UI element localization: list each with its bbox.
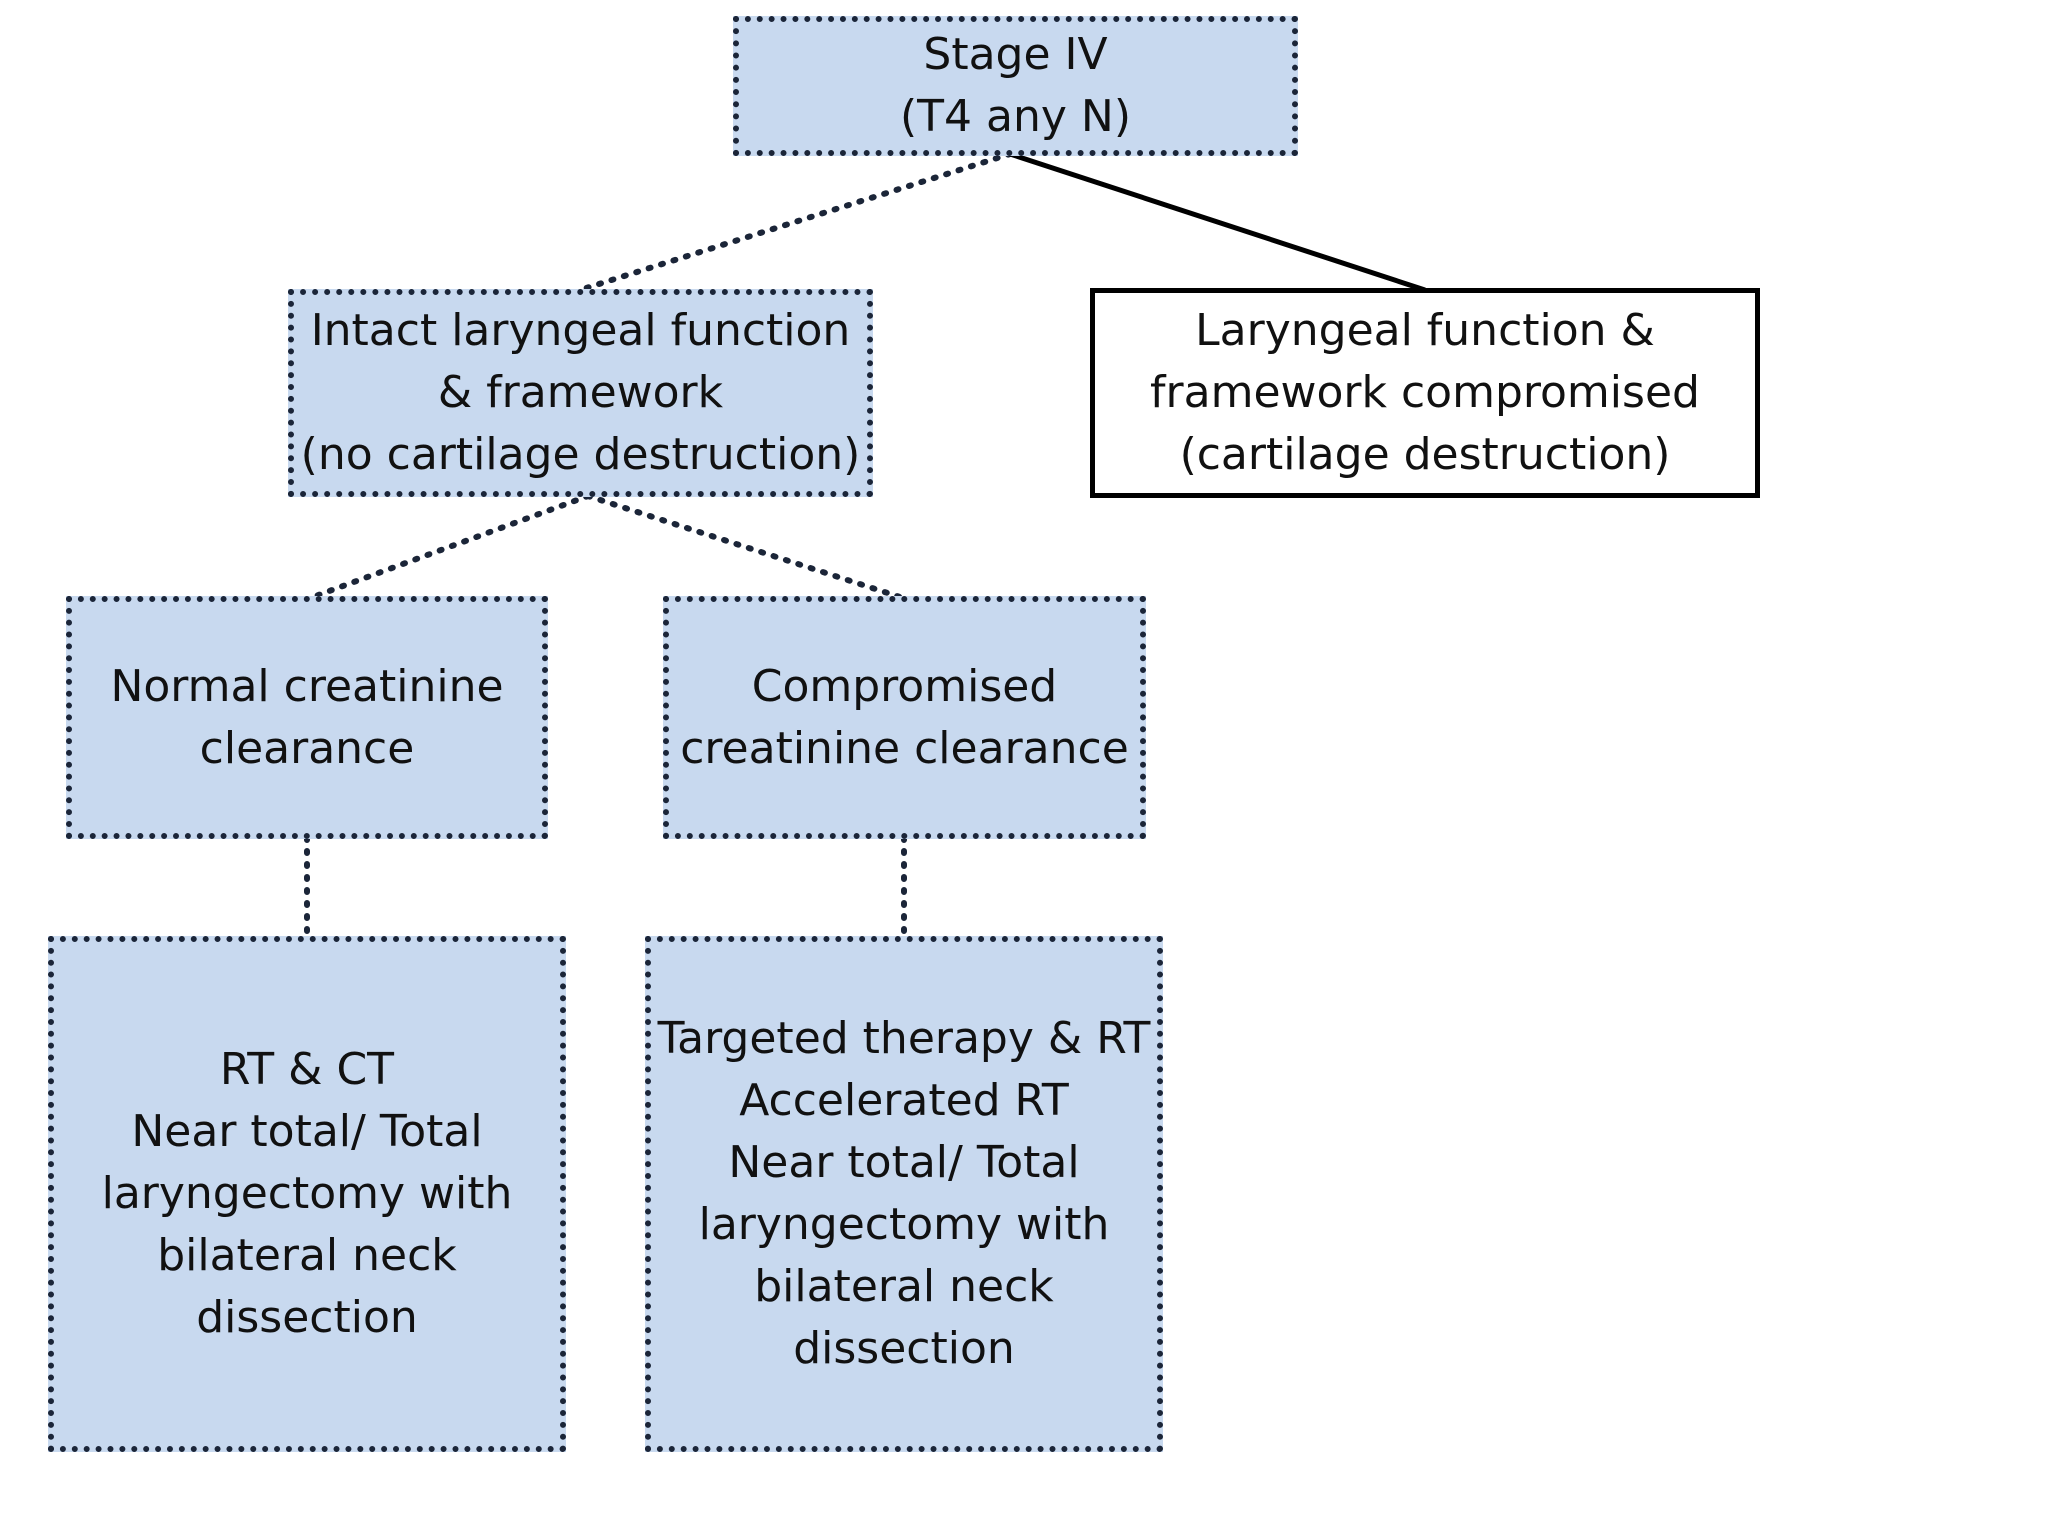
node-intact-laryngeal-function: Intact laryngeal function & framework (n…: [288, 289, 873, 497]
treatment-normal-line-5: dissection: [196, 1292, 418, 1343]
compromised-function-line-2: framework compromised: [1150, 367, 1700, 418]
normal-clearance-line-1: Normal creatinine: [110, 660, 504, 712]
compromised-clearance-line-2: creatinine clearance: [680, 722, 1129, 774]
node-treatment-normal-clearance: RT & CT Near total/ Total laryngectomy w…: [48, 936, 566, 1452]
node-laryngeal-function-compromised: Laryngeal function & framework compromis…: [1090, 288, 1760, 498]
treatment-compromised-line-1: Targeted therapy & RT: [657, 1013, 1151, 1064]
intact-function-line-1: Intact laryngeal function: [310, 305, 851, 356]
node-normal-creatinine-clearance: Normal creatinine clearance: [66, 596, 548, 839]
node-stage-iv: Stage IV (T4 any N): [733, 16, 1298, 156]
treatment-normal-line-2: Near total/ Total: [131, 1106, 483, 1157]
treatment-compromised-line-3: Near total/ Total: [728, 1137, 1080, 1188]
connector-intact-to-normal-clearance: [310, 493, 591, 600]
stage-iv-line-2: (T4 any N): [900, 91, 1131, 142]
connector-stage-to-intact: [577, 151, 1013, 293]
compromised-clearance-line-1: Compromised: [751, 660, 1058, 712]
treatment-normal-line-1: RT & CT: [219, 1044, 395, 1095]
intact-function-line-3: (no cartilage destruction): [300, 429, 861, 480]
treatment-normal-line-3: laryngectomy with: [101, 1168, 513, 1219]
node-treatment-compromised-clearance: Targeted therapy & RT Accelerated RT Nea…: [645, 936, 1163, 1452]
treatment-compromised-line-2: Accelerated RT: [739, 1075, 1069, 1126]
node-compromised-creatinine-clearance: Compromised creatinine clearance: [663, 596, 1146, 839]
treatment-compromised-line-4: laryngectomy with: [698, 1199, 1110, 1250]
treatment-compromised-line-6: dissection: [793, 1323, 1015, 1374]
treatment-normal-line-4: bilateral neck: [157, 1230, 457, 1281]
compromised-function-line-3: (cartilage destruction): [1179, 429, 1671, 480]
connector-stage-to-compromised: [1009, 151, 1426, 293]
stage-iv-line-1: Stage IV: [923, 29, 1108, 80]
normal-clearance-line-2: clearance: [199, 722, 415, 774]
connector-intact-to-compromised-clearance: [585, 493, 903, 600]
treatment-compromised-line-5: bilateral neck: [754, 1261, 1054, 1312]
intact-function-line-2: & framework: [437, 367, 724, 418]
compromised-function-line-1: Laryngeal function &: [1195, 305, 1655, 356]
